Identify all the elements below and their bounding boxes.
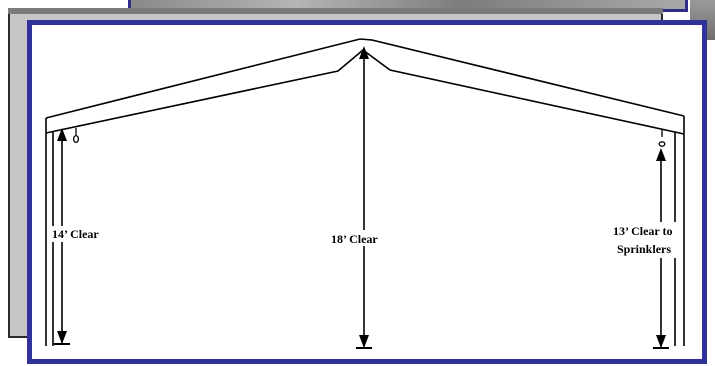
- roof-outer-line: [45, 38, 685, 119]
- center-dimension-line: [356, 46, 372, 349]
- background-slide-edge: [8, 8, 663, 14]
- diagram-frame: [27, 20, 707, 364]
- right-clearance-label-line2: Sprinklers: [617, 242, 671, 256]
- right-sprinkler-icon: [658, 130, 666, 147]
- center-clearance-label: 18’ Clear: [331, 232, 378, 246]
- left-sprinkler-icon: [72, 128, 80, 144]
- right-clearance-label-line1: 13’ Clear to: [613, 224, 673, 238]
- left-clearance-label: 14’ Clear: [52, 227, 99, 241]
